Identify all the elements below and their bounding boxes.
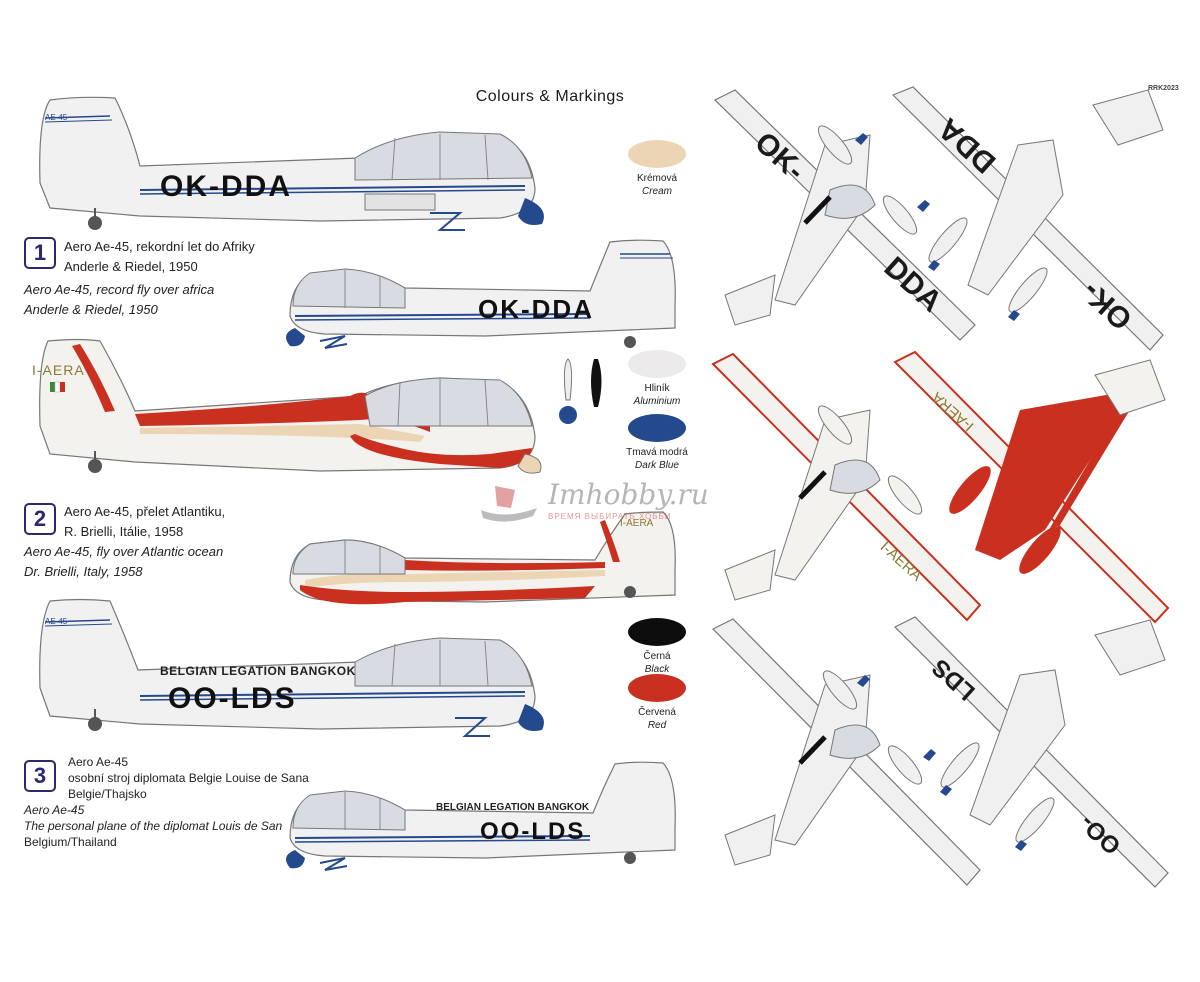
scheme-2-caption: Aero Ae-45, přelet Atlantiku, R. Brielli… xyxy=(64,502,225,542)
scheme-2-italic-2: Dr. Brielli, Italy, 1958 xyxy=(24,564,143,579)
planform-bottom-3 xyxy=(893,616,1169,888)
swatch-red-label: Červená Red xyxy=(607,706,707,732)
swatch-black-label: Černá Black xyxy=(607,650,707,676)
planform-top-3 xyxy=(711,618,981,886)
watermark-brand: Imhobby.ru xyxy=(548,478,709,511)
scheme-1-caption-en: Aero Ae-45, record fly over africa Ander… xyxy=(24,280,214,320)
planform-bottom-1 xyxy=(891,86,1164,351)
swatch-dark-blue-label: Tmavá modrá Dark Blue xyxy=(607,446,707,472)
swatch-dark-blue-en: Dark Blue xyxy=(635,460,679,471)
scheme-1-number: 1 xyxy=(24,237,56,269)
swatch-aluminium-en: Aluminium xyxy=(633,396,681,407)
swatch-dark-blue xyxy=(628,414,686,442)
profile-3-left xyxy=(39,598,544,737)
planform-top-2 xyxy=(711,352,982,622)
profile-1-fin-text: AE-45 xyxy=(45,113,68,122)
profile-2b-registration: I-AERA xyxy=(620,518,654,529)
swatch-dark-blue-cz: Tmavá modrá xyxy=(626,447,688,458)
scheme-1-line-1: Aero Ae-45, rekordní let do Afriky xyxy=(64,239,255,254)
profile-3-fin-text: AE-45 xyxy=(45,617,68,626)
swatch-aluminium-cz: Hliník xyxy=(644,383,670,394)
page-title: Colours & Markings xyxy=(475,88,625,105)
scheme-3-number: 3 xyxy=(24,760,56,792)
profile-2-left xyxy=(39,338,542,474)
profile-1b-registration: OK-DDA xyxy=(478,294,594,324)
profile-3-right xyxy=(286,761,676,871)
scheme-3-line-3: Belgie/Thajsko xyxy=(68,787,147,801)
profile-3-legend: BELGIAN LEGATION BANGKOK xyxy=(160,664,356,678)
scheme-1-italic-2: Anderle & Riedel, 1950 xyxy=(24,302,158,317)
swatch-red-cz: Červená xyxy=(638,707,676,718)
watermark-logo-icon xyxy=(481,486,537,522)
swatch-aluminium-label: Hliník Aluminium xyxy=(607,382,707,408)
scheme-3-italic-1: Aero Ae-45 xyxy=(24,803,85,817)
swatch-cream xyxy=(628,140,686,168)
watermark: Imhobby.ru ВРЕМЯ ВЫБИРАТЬ ХОББИ xyxy=(470,478,760,528)
swatch-black-cz: Černá xyxy=(643,651,671,662)
scheme-1-line-2: Anderle & Riedel, 1950 xyxy=(64,259,198,274)
planform-bottom-2 xyxy=(893,350,1170,624)
swatch-black xyxy=(628,618,686,646)
profile-3b-registration: OO-LDS xyxy=(480,818,586,845)
swatch-cream-label: Krémová Cream xyxy=(607,172,707,198)
swatch-red-en: Red xyxy=(647,720,667,731)
profile-1-left xyxy=(39,96,544,231)
planform-top-1 xyxy=(713,89,976,341)
scheme-3-caption: Aero Ae-45 osobní stroj diplomata Belgie… xyxy=(68,754,309,802)
scheme-1-caption: Aero Ae-45, rekordní let do Afriky Ander… xyxy=(64,237,255,277)
scheme-2-caption-en: Aero Ae-45, fly over Atlantic ocean Dr. … xyxy=(24,542,223,582)
scheme-2-italic-1: Aero Ae-45, fly over Atlantic ocean xyxy=(24,544,224,559)
profile-2-right xyxy=(289,511,676,605)
watermark-slogan: ВРЕМЯ ВЫБИРАТЬ ХОББИ xyxy=(548,512,672,521)
propeller-illustrations xyxy=(559,358,602,424)
swatch-aluminium xyxy=(628,350,686,378)
profile-3b-legend: BELGIAN LEGATION BANGKOK xyxy=(436,802,590,813)
scheme-3-line-1: Aero Ae-45 xyxy=(68,755,129,769)
profile-2-registration: I-AERA xyxy=(32,362,85,378)
scheme-2-number: 2 xyxy=(24,503,56,535)
swatch-cream-cz: Krémová xyxy=(636,173,677,184)
sheet-code: RRK2023 xyxy=(1148,85,1179,92)
scheme-2-line-1: Aero Ae-45, přelet Atlantiku, xyxy=(64,504,226,519)
profile-1-right xyxy=(286,239,676,349)
scheme-3-caption-en: Aero Ae-45 The personal plane of the dip… xyxy=(24,802,282,850)
swatch-black-en: Black xyxy=(644,664,670,675)
scheme-2-line-2: R. Brielli, Itálie, 1958 xyxy=(64,524,184,539)
scheme-3-italic-2: The personal plane of the diplomat Louis… xyxy=(24,819,283,833)
profile-1-registration: OK-DDA xyxy=(160,170,292,203)
swatch-red xyxy=(628,674,686,702)
scheme-3-extra: Belgium/Thailand xyxy=(24,835,117,849)
profile-3-registration: OO-LDS xyxy=(168,682,297,715)
scheme-1-italic-1: Aero Ae-45, record fly over africa xyxy=(24,282,215,297)
scheme-3-line-2: osobní stroj diplomata Belgie Louise de … xyxy=(68,771,309,785)
swatch-cream-en: Cream xyxy=(641,186,672,197)
